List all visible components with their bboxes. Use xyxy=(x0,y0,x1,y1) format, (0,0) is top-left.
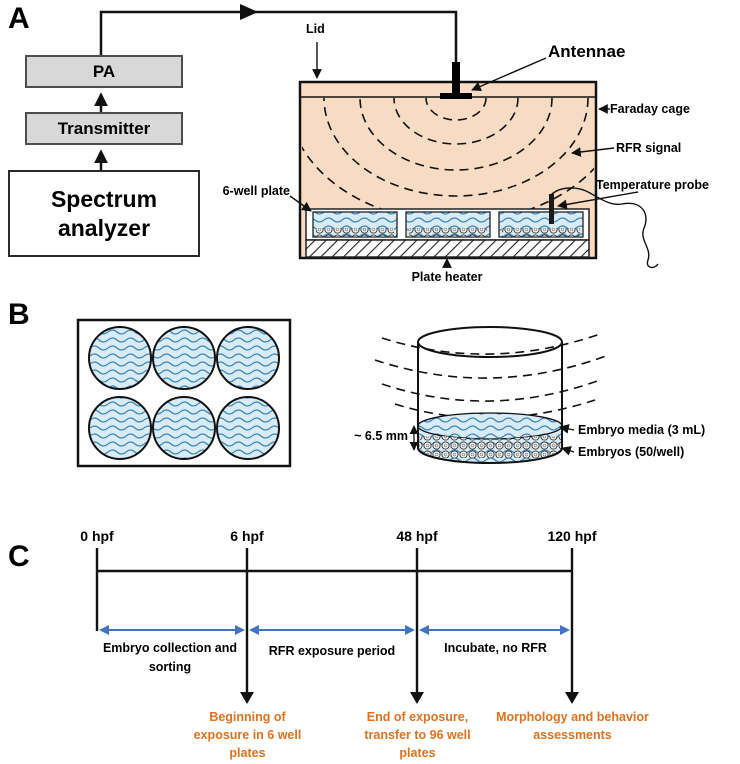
six-well-plate-label: 6-well plate xyxy=(222,184,290,198)
pa-box: PA xyxy=(25,55,183,88)
transmitter-box: Transmitter xyxy=(25,112,183,145)
event-end-exposure: End of exposure, transfer to 96 well pla… xyxy=(364,710,471,761)
timepoint-120hpf: 120 hpf xyxy=(547,528,597,544)
embryos-label: Embryos (50/well) xyxy=(578,445,685,459)
phase-embryo-collection: Embryo collection and sorting xyxy=(102,641,238,674)
embryo-media-label: Embryo media (3 mL) xyxy=(578,423,706,437)
embryos-band xyxy=(418,436,562,458)
timepoint-0hpf: 0 hpf xyxy=(80,528,114,544)
six-well-plate-side-view xyxy=(305,208,590,241)
event-beginning-exposure: Beginning of exposure in 6 well plates xyxy=(193,710,302,761)
signal-chain-wiring xyxy=(94,4,458,170)
spectrum-analyzer-box: Spectrum analyzer xyxy=(8,170,200,257)
temperature-probe-shape xyxy=(549,187,659,269)
temperature-probe-label: Temperature probe xyxy=(596,178,709,192)
faraday-cage-label: Faraday cage xyxy=(610,102,690,116)
lid-label: Lid xyxy=(306,22,325,36)
plate-heater-shape xyxy=(305,239,590,258)
event-arrowhead-120hpf xyxy=(565,692,579,704)
rfr-signal-label: RFR signal xyxy=(616,141,682,155)
antenna-shape xyxy=(440,62,472,99)
rfr-waves-cage xyxy=(302,98,594,210)
panel-label-b: B xyxy=(8,298,30,331)
plate-heater-label: Plate heater xyxy=(411,270,483,284)
embryo-media-surface xyxy=(417,412,563,440)
timepoint-6hpf: 6 hpf xyxy=(230,528,264,544)
panel-label-a: A xyxy=(8,2,30,35)
event-arrowhead-6hpf xyxy=(240,692,254,704)
panel-label-c: C xyxy=(8,540,30,573)
phase-rfr-exposure: RFR exposure period xyxy=(268,644,396,658)
wire-direction-arrow xyxy=(240,4,258,20)
event-morphology-behavior: Morphology and behavior assessments xyxy=(496,710,649,743)
panel-b-label-arrows xyxy=(409,424,575,456)
phase-incubate: Incubate, no RFR xyxy=(444,641,547,655)
single-well-cylinder xyxy=(374,326,607,464)
six-well-plate-top-view xyxy=(76,318,292,468)
depth-label: ~ 6.5 mm xyxy=(354,429,408,443)
panel-a-label-arrows xyxy=(289,42,639,268)
antennae-label: Antennae xyxy=(548,42,626,61)
timeline xyxy=(95,548,579,704)
event-arrowhead-48hpf xyxy=(410,692,424,704)
timepoint-48hpf: 48 hpf xyxy=(396,528,438,544)
